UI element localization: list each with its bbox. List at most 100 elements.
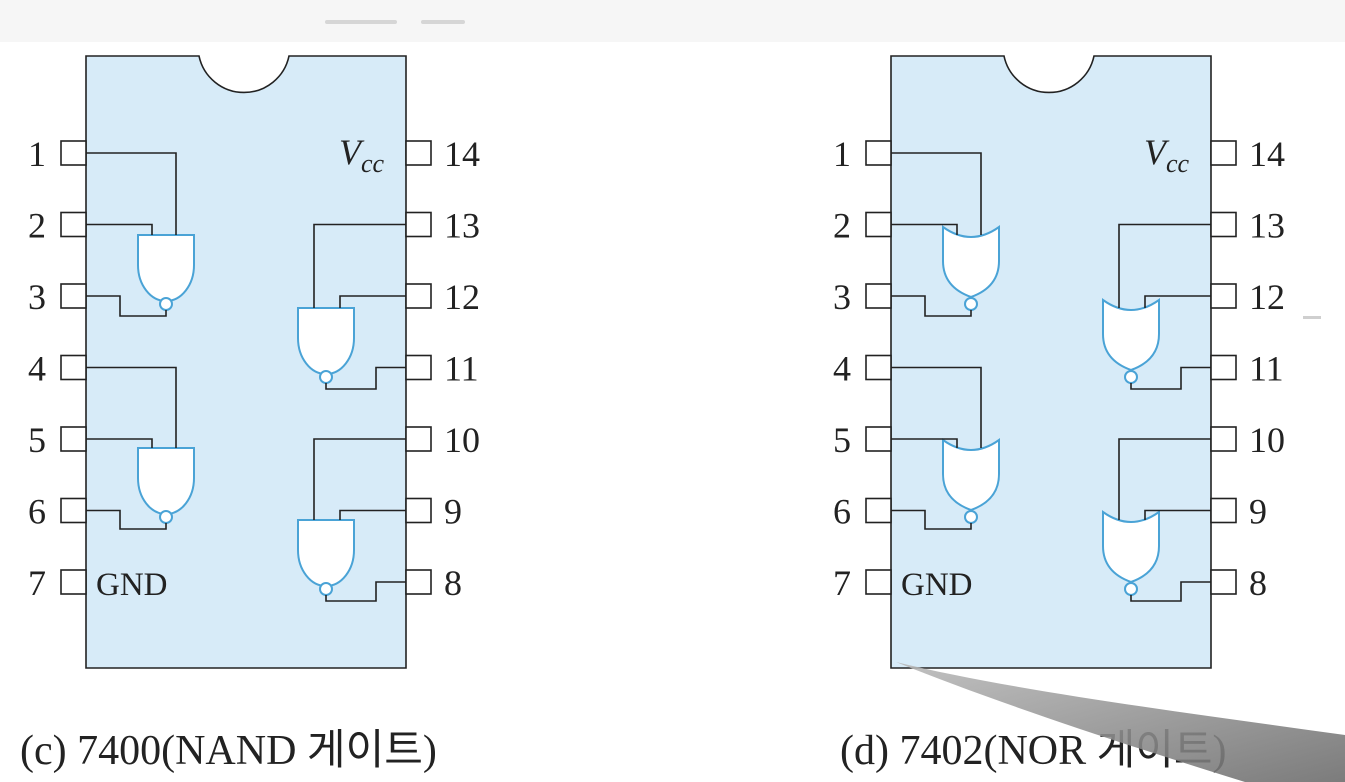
- pin-label-13: 13: [444, 206, 480, 246]
- pin-label-10: 10: [1249, 420, 1285, 460]
- pin-7: [60, 569, 87, 595]
- pin-13: [1210, 211, 1237, 238]
- wire-pin9: [339, 509, 406, 520]
- pin-14: [1210, 140, 1237, 166]
- pin-12: [405, 283, 432, 309]
- pin-9: [405, 497, 432, 524]
- pin-2: [60, 211, 87, 238]
- wire-pin3: [891, 295, 972, 317]
- wire-pin2: [86, 223, 153, 235]
- pin-label-4: 4: [833, 349, 851, 389]
- pin-label-11: 11: [1249, 349, 1284, 389]
- wire-pin12: [339, 295, 406, 308]
- gate-d: [1102, 510, 1160, 584]
- gate-c-bubble: [319, 370, 333, 384]
- pin-14: [405, 140, 432, 166]
- pin-label-6: 6: [28, 492, 46, 532]
- gate-c: [297, 307, 355, 375]
- pin-label-13: 13: [1249, 206, 1285, 246]
- pin-9: [1210, 497, 1237, 524]
- gate-b: [942, 438, 1000, 512]
- wire-pin13: [313, 223, 406, 308]
- gate-a: [942, 225, 1000, 299]
- scroll-indicator: [1303, 316, 1321, 319]
- pin-label-2: 2: [833, 206, 851, 246]
- toolbar-dash-right: [421, 20, 465, 24]
- wire-pin4: [86, 366, 177, 448]
- wire-pin1: [86, 152, 177, 235]
- pin-label-3: 3: [833, 277, 851, 317]
- pin-label-1: 1: [28, 134, 46, 174]
- gate-a-bubble: [159, 297, 173, 311]
- gate-b: [137, 447, 195, 515]
- wire-pin2: [891, 223, 958, 235]
- gate-a: [137, 234, 195, 302]
- gate-b-bubble: [964, 510, 978, 524]
- pin-6: [865, 497, 892, 524]
- gate-d-bubble: [1124, 582, 1138, 596]
- pin-1: [865, 140, 892, 166]
- pin-8: [405, 569, 432, 595]
- pin-10: [1210, 426, 1237, 452]
- pin-label-8: 8: [444, 563, 462, 603]
- caption-7402-nor: (d) 7402(NOR 게이트): [840, 728, 1227, 774]
- wire-pin1: [891, 152, 982, 235]
- pin-4: [60, 354, 87, 381]
- top-toolbar-band: [0, 0, 1345, 42]
- pin-label-7: 7: [833, 563, 851, 603]
- pin-label-9: 9: [444, 492, 462, 532]
- pin-12: [1210, 283, 1237, 309]
- wire-pin5: [86, 438, 153, 448]
- gnd-label: GND: [96, 567, 168, 603]
- pin-label-2: 2: [28, 206, 46, 246]
- pin-10: [405, 426, 432, 452]
- pin-label-8: 8: [1249, 563, 1267, 603]
- pin-label-11: 11: [444, 349, 479, 389]
- pin-label-14: 14: [444, 134, 480, 174]
- pin-4: [865, 354, 892, 381]
- pin-label-6: 6: [833, 492, 851, 532]
- pin-label-7: 7: [28, 563, 46, 603]
- gate-c: [1102, 298, 1160, 372]
- gate-d-bubble: [319, 582, 333, 596]
- pin-label-1: 1: [833, 134, 851, 174]
- pin-1: [60, 140, 87, 166]
- vcc-label: Vcc: [1144, 132, 1190, 178]
- wire-pin4: [891, 366, 982, 448]
- pin-7: [865, 569, 892, 595]
- pin-label-10: 10: [444, 420, 480, 460]
- pin-2: [865, 211, 892, 238]
- wire-pin3: [86, 295, 167, 317]
- gate-d: [297, 519, 355, 587]
- pin-label-14: 14: [1249, 134, 1285, 174]
- toolbar-dash-left: [325, 20, 397, 24]
- pin-label-5: 5: [833, 420, 851, 460]
- pin-11: [405, 354, 432, 381]
- pin-3: [865, 283, 892, 309]
- pin-11: [1210, 354, 1237, 381]
- wire-pin8: [325, 581, 406, 602]
- wire-pin13: [1118, 223, 1211, 308]
- pin-label-9: 9: [1249, 492, 1267, 532]
- pin-13: [405, 211, 432, 238]
- pin-6: [60, 497, 87, 524]
- pin-3: [60, 283, 87, 309]
- gate-c-bubble: [1124, 370, 1138, 384]
- pin-5: [60, 426, 87, 452]
- pin-label-3: 3: [28, 277, 46, 317]
- gate-b-bubble: [159, 510, 173, 524]
- wire-pin6: [86, 509, 167, 530]
- wire-pin9: [1144, 509, 1211, 520]
- wire-pin5: [891, 438, 958, 448]
- pin-label-12: 12: [1249, 277, 1285, 317]
- pin-label-5: 5: [28, 420, 46, 460]
- pin-label-12: 12: [444, 277, 480, 317]
- wire-pin11: [1130, 366, 1211, 390]
- pin-5: [865, 426, 892, 452]
- wire-pin10: [313, 438, 406, 520]
- wire-pin10: [1118, 438, 1211, 520]
- pin-label-4: 4: [28, 349, 46, 389]
